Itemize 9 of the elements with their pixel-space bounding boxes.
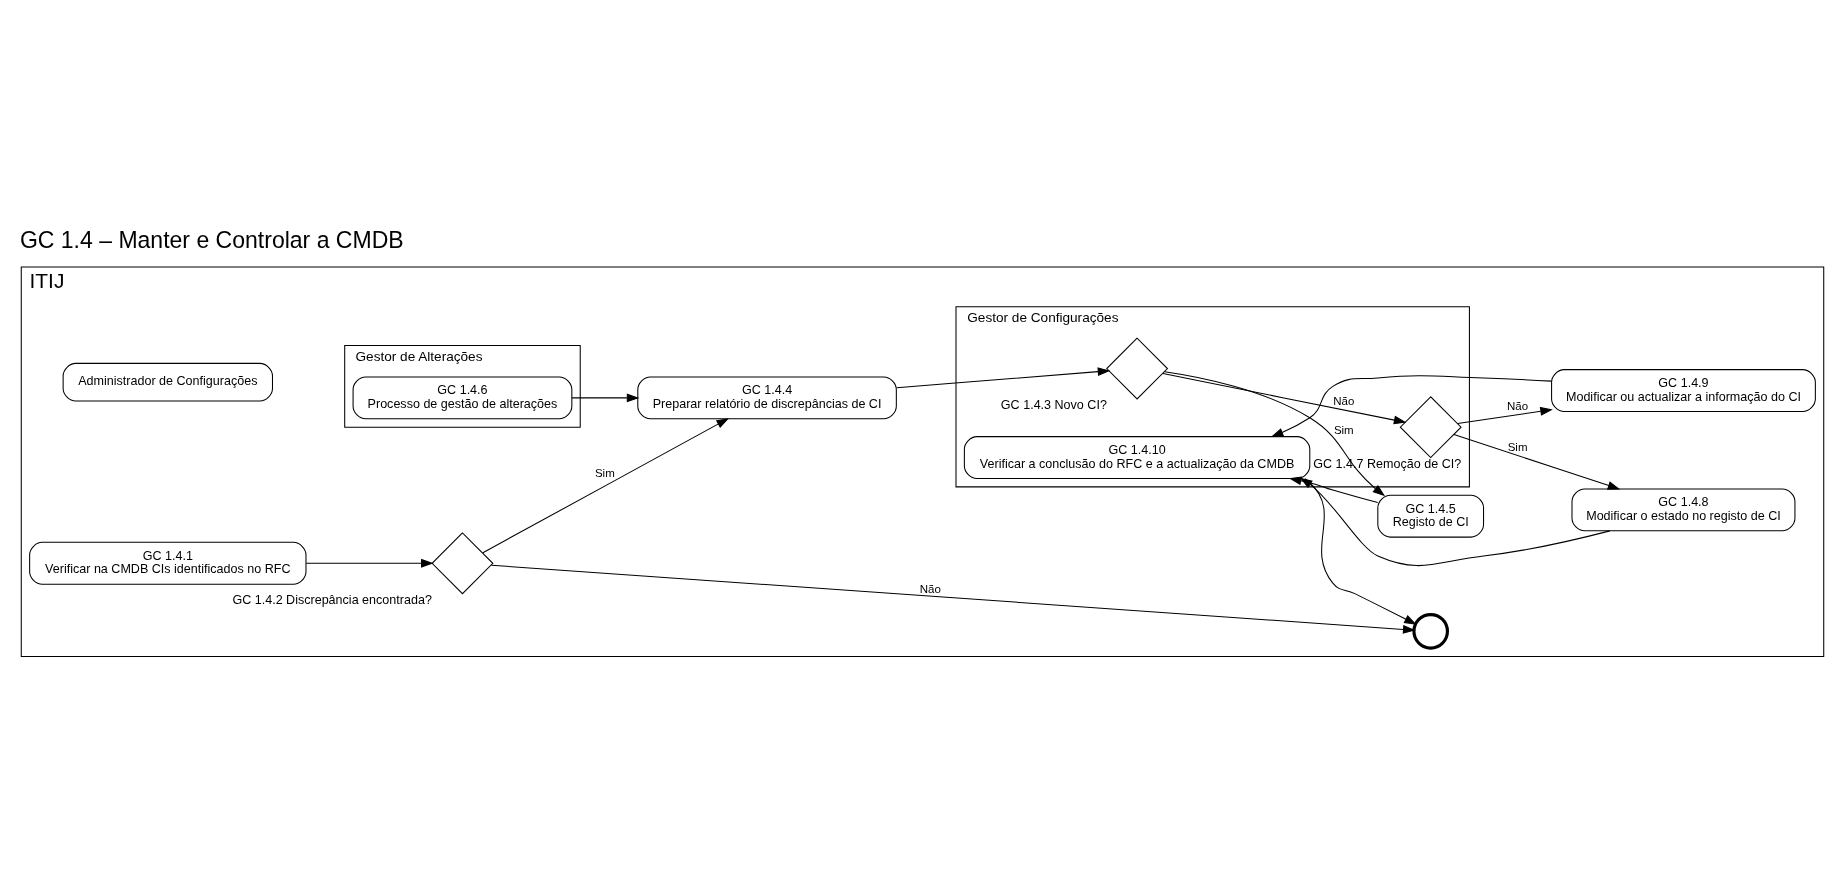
edge-label: Sim [1507,440,1528,453]
edge-label: Sim [594,466,615,479]
edge-label: Não [1333,394,1355,407]
edge-label: Sim [1333,423,1354,436]
edge-label: Não [919,582,941,595]
edge-label: Não [1507,399,1529,412]
node-label: GC 1.4.3 Novo CI? [1000,397,1107,412]
diagram-title: GC 1.4 – Manter e Controlar a CMDB [19,226,404,253]
node-label: GC 1.4.2 Discrepância encontrada? [232,592,432,607]
